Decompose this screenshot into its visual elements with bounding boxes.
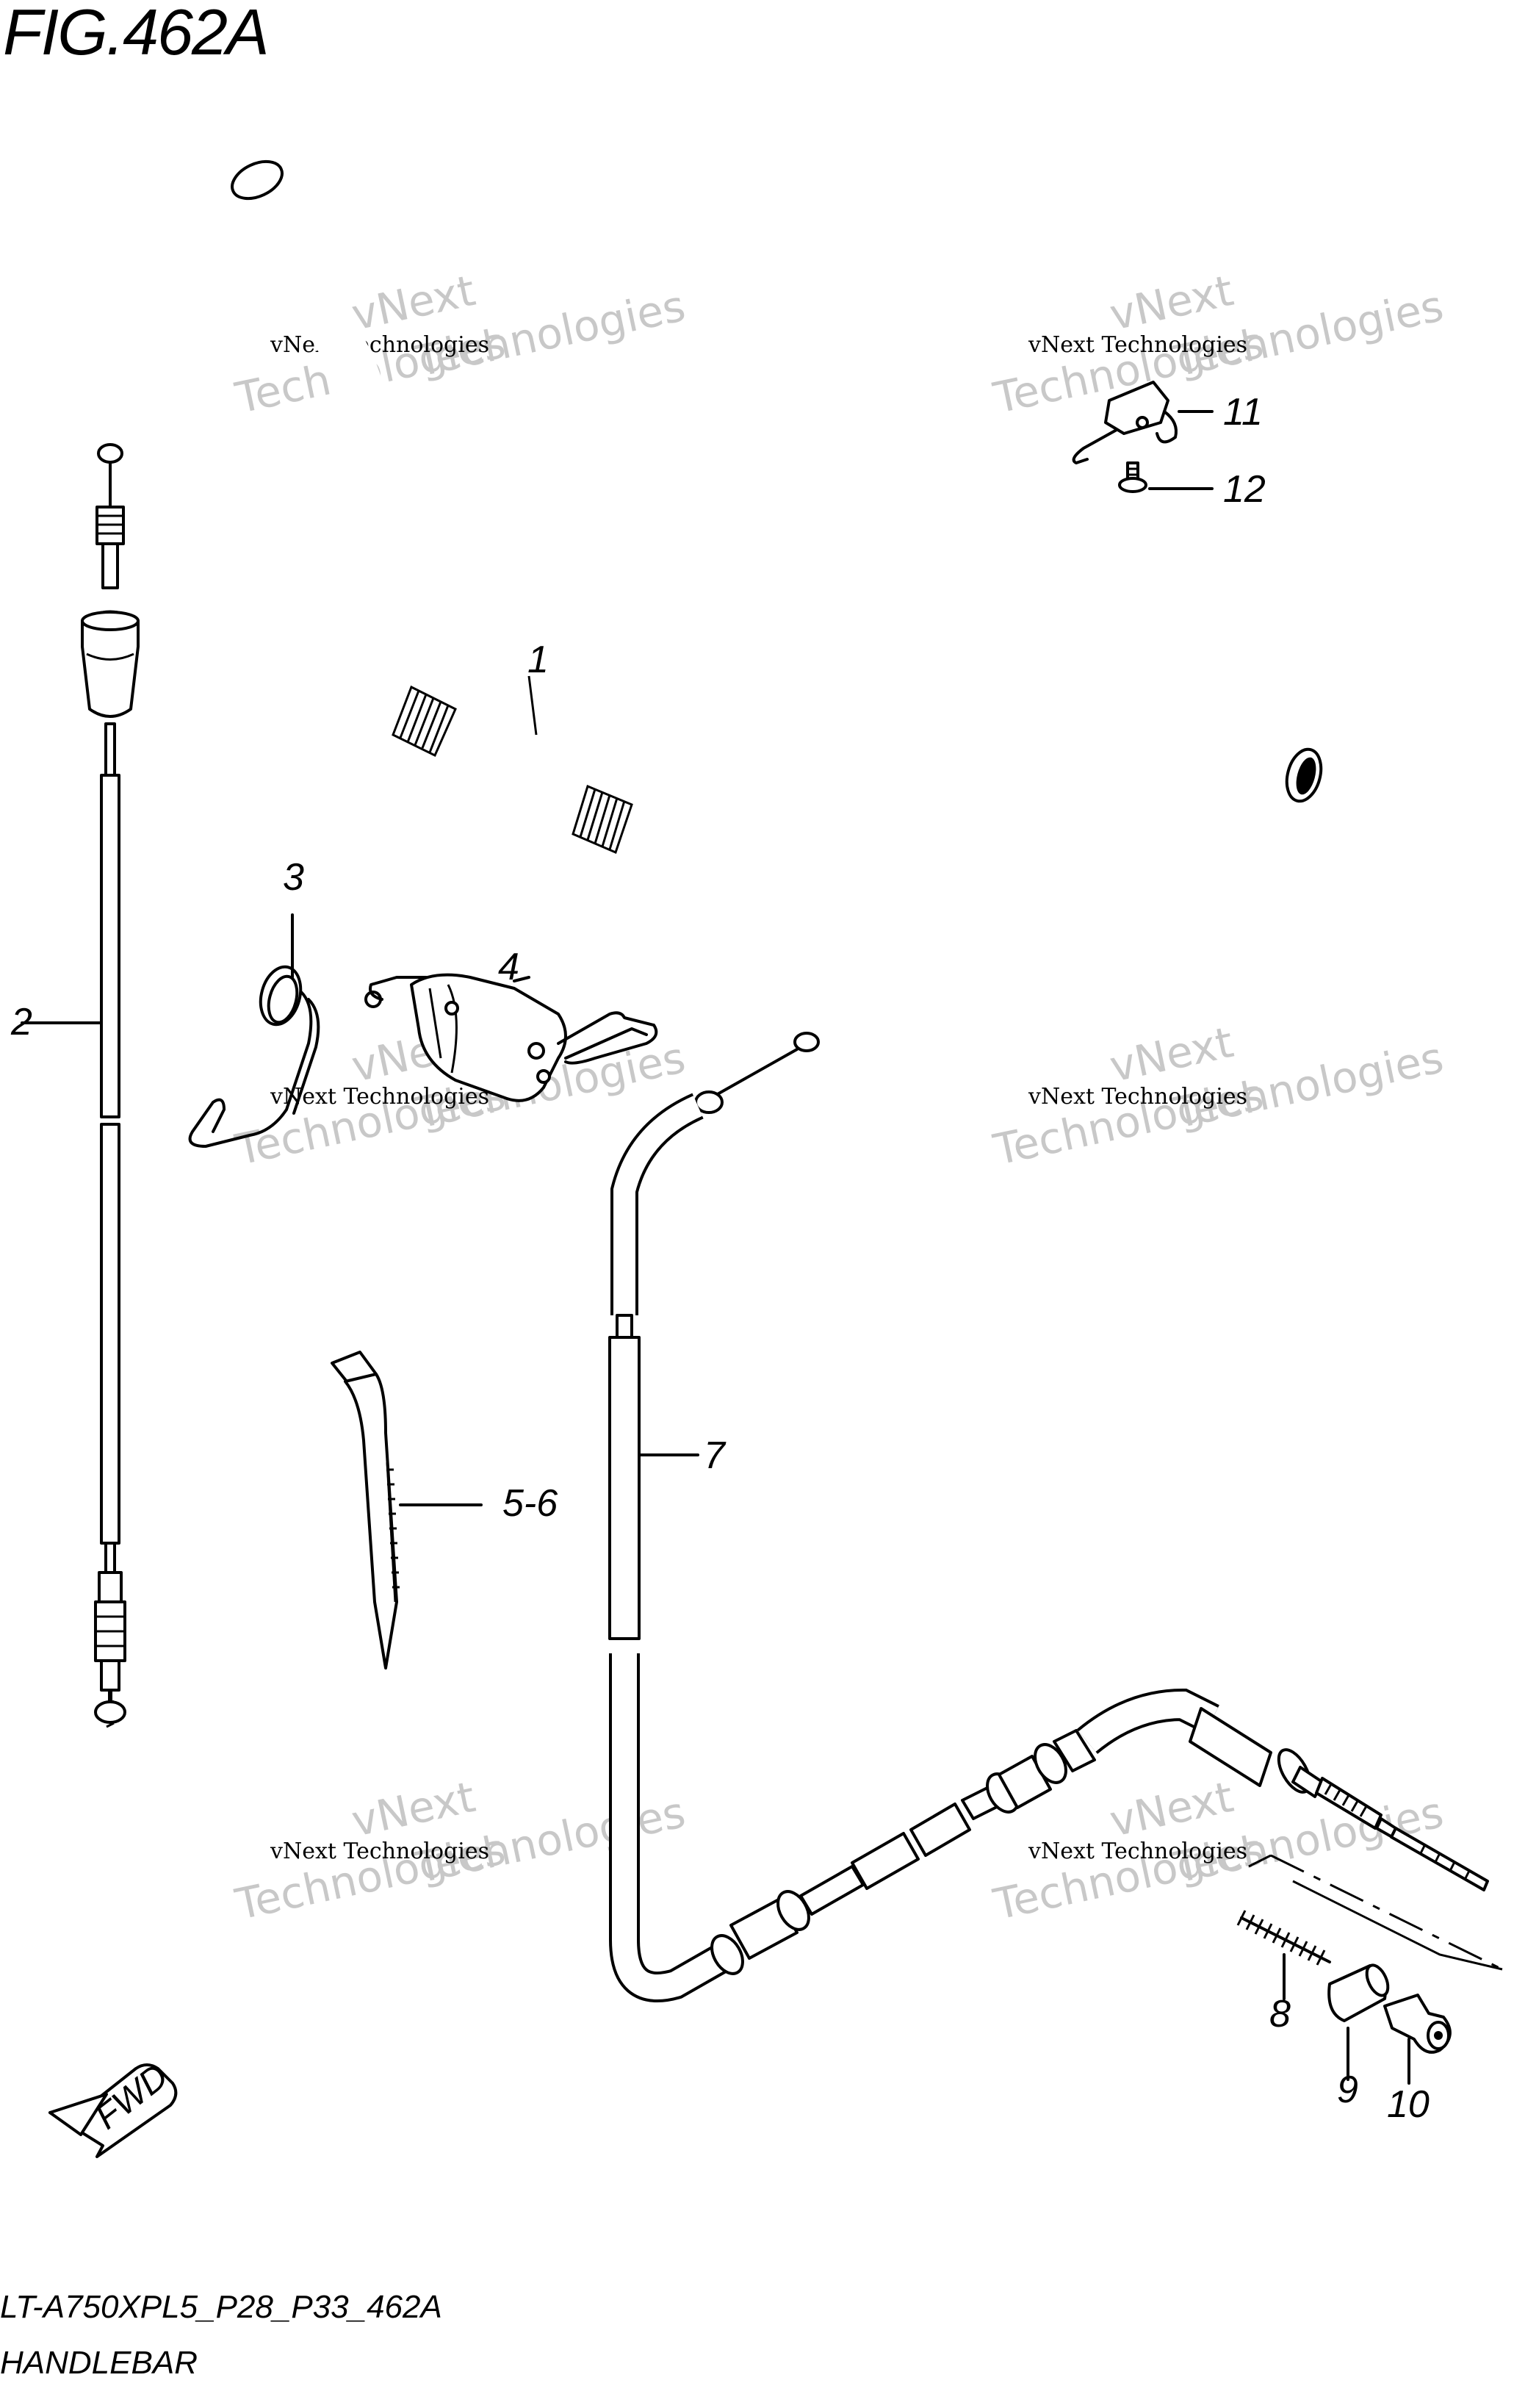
cable-tie-part-5-6[interactable] [331,1351,483,1670]
collar-part-9[interactable] [1327,1962,1392,2081]
screw-part-12[interactable] [1118,461,1214,493]
callout-3[interactable]: 3 [283,856,304,899]
fwd-arrow-icon [48,2063,178,2158]
callout-8[interactable]: 8 [1269,1993,1291,2035]
callout-2[interactable]: 2 [11,1001,32,1043]
callout-4[interactable]: 4 [498,946,519,988]
model-code: LT-A750XPL5_P28_P33_462A [0,2289,442,2325]
figure-title: FIG.462A [3,0,270,68]
callout-10[interactable]: 10 [1387,2083,1430,2126]
knurled-grip-band [392,685,633,855]
spring-part-8[interactable] [1236,1910,1331,2000]
cable-sleeve-segments [710,1729,1096,1975]
callout-11[interactable]: 11 [1223,391,1263,434]
spring-clip-part-3[interactable] [188,913,320,1148]
bracket-part-4[interactable] [364,973,658,1102]
callout-1[interactable]: 1 [527,639,549,681]
brake-cable-part-7[interactable] [608,1032,1489,2002]
callout-12[interactable]: 12 [1223,468,1266,511]
callout-9[interactable]: 9 [1337,2069,1358,2111]
handlebar-part-1[interactable] [226,154,1326,857]
section-name: HANDLEBAR [0,2345,198,2381]
throttle-cable-part-2[interactable] [21,443,140,1728]
adjuster-part-10[interactable] [1383,1994,1452,2085]
callout-7[interactable]: 7 [704,1434,725,1477]
callout-5-6[interactable]: 5-6 [502,1482,558,1525]
switch-bracket-part-11[interactable] [1072,381,1214,464]
